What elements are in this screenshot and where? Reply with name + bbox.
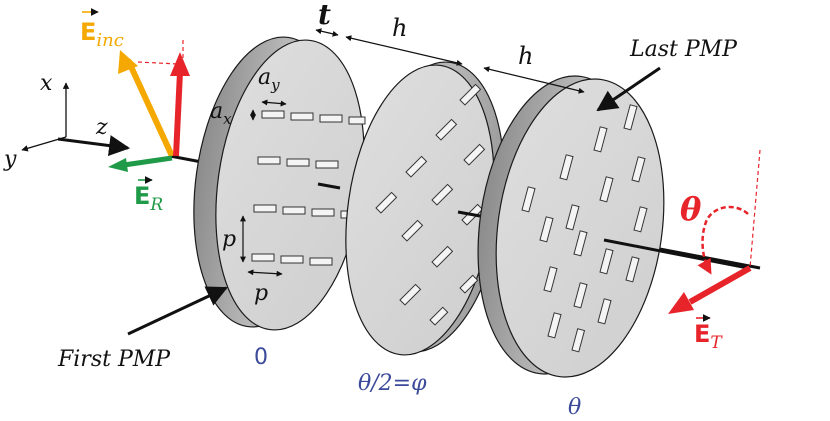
axis-z-arrow bbox=[57, 135, 131, 157]
p-horizontal-dimension bbox=[247, 269, 283, 277]
e-inc-red-component bbox=[173, 71, 183, 157]
h-dimension-2 bbox=[483, 66, 585, 94]
label-axis-z: z bbox=[95, 115, 108, 140]
label-t: t bbox=[318, 0, 331, 31]
e-inc-dashed-guide bbox=[137, 61, 179, 65]
e-r-arrowhead bbox=[108, 158, 128, 172]
label-e-t: ET bbox=[694, 320, 723, 353]
label-axis-y: y bbox=[3, 147, 17, 172]
label-rotation-half: θ/2=φ bbox=[358, 371, 427, 396]
label-ax: ax bbox=[210, 99, 232, 128]
e-inc-arrowhead bbox=[118, 50, 138, 74]
first-pmp-pointer bbox=[127, 286, 228, 336]
label-p-horizontal: p bbox=[254, 281, 268, 306]
label-last-pmp: Last PMP bbox=[629, 37, 738, 62]
ay-dimension bbox=[261, 99, 287, 107]
disk-middle-slots bbox=[375, 83, 486, 326]
e-inc-red-arrowhead bbox=[170, 52, 190, 76]
last-pmp-pointer bbox=[596, 66, 661, 112]
pmp-disk-last bbox=[477, 75, 749, 378]
h-dimension-1 bbox=[345, 35, 463, 66]
e-t-vector bbox=[688, 265, 752, 305]
disk-last-face bbox=[495, 78, 665, 378]
e-r-vector bbox=[123, 155, 173, 168]
label-theta: θ bbox=[680, 190, 702, 228]
e-t-arrowhead bbox=[668, 292, 694, 314]
label-p-vertical: p bbox=[222, 227, 236, 252]
label-e-inc: Einc bbox=[80, 18, 124, 51]
t-dimension bbox=[315, 28, 339, 37]
label-h-2: h bbox=[518, 42, 533, 70]
e-t-dashed-vertical bbox=[749, 149, 761, 269]
label-axis-x: x bbox=[40, 71, 53, 96]
pmp-disk-middle bbox=[345, 61, 505, 356]
label-e-r: ER bbox=[134, 182, 163, 215]
beam-segment-2 bbox=[457, 210, 481, 218]
label-h-1: h bbox=[392, 14, 407, 42]
e-inc-vector bbox=[125, 58, 175, 158]
beam-segment-1 bbox=[317, 182, 341, 190]
label-first-pmp: First PMP bbox=[57, 347, 171, 372]
theta-arc bbox=[697, 205, 749, 275]
beam-exit bbox=[603, 238, 749, 270]
label-rotation-0: 0 bbox=[254, 345, 268, 370]
label-ay: ay bbox=[258, 65, 280, 94]
disk-last-slots bbox=[521, 104, 648, 353]
label-rotation-full: θ bbox=[568, 395, 581, 420]
